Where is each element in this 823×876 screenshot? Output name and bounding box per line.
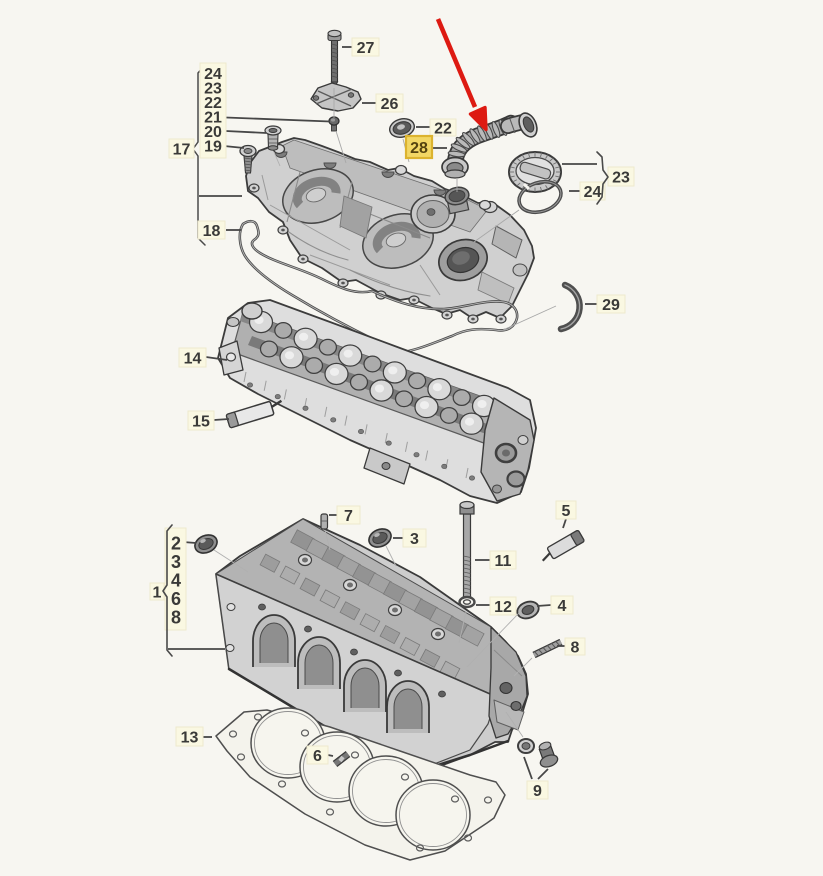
- svg-text:13: 13: [181, 729, 199, 746]
- svg-text:23: 23: [204, 81, 222, 98]
- svg-text:26: 26: [381, 96, 399, 113]
- svg-text:17: 17: [173, 141, 191, 158]
- svg-text:14: 14: [184, 350, 202, 367]
- svg-text:8: 8: [171, 608, 181, 628]
- svg-text:24: 24: [584, 184, 602, 201]
- svg-text:24: 24: [204, 66, 222, 83]
- svg-text:8: 8: [571, 639, 580, 656]
- svg-text:3: 3: [410, 531, 419, 548]
- svg-text:15: 15: [192, 413, 210, 430]
- svg-text:9: 9: [533, 783, 542, 800]
- svg-text:20: 20: [204, 124, 222, 141]
- svg-text:2: 2: [171, 534, 181, 554]
- svg-text:4: 4: [558, 598, 567, 615]
- svg-text:12: 12: [494, 599, 512, 616]
- svg-text:28: 28: [410, 140, 428, 157]
- svg-text:29: 29: [602, 297, 620, 314]
- svg-text:3: 3: [171, 552, 181, 572]
- svg-text:1: 1: [153, 584, 162, 601]
- svg-text:6: 6: [171, 589, 181, 609]
- svg-text:21: 21: [204, 110, 222, 127]
- svg-text:22: 22: [434, 120, 452, 137]
- svg-text:4: 4: [171, 571, 181, 591]
- svg-text:18: 18: [203, 223, 221, 240]
- svg-text:19: 19: [204, 139, 222, 156]
- svg-text:22: 22: [204, 95, 222, 112]
- svg-text:7: 7: [344, 508, 353, 525]
- svg-text:6: 6: [313, 748, 322, 765]
- svg-text:5: 5: [562, 503, 571, 520]
- svg-text:23: 23: [612, 169, 630, 186]
- svg-text:27: 27: [357, 40, 375, 57]
- svg-text:11: 11: [495, 553, 512, 570]
